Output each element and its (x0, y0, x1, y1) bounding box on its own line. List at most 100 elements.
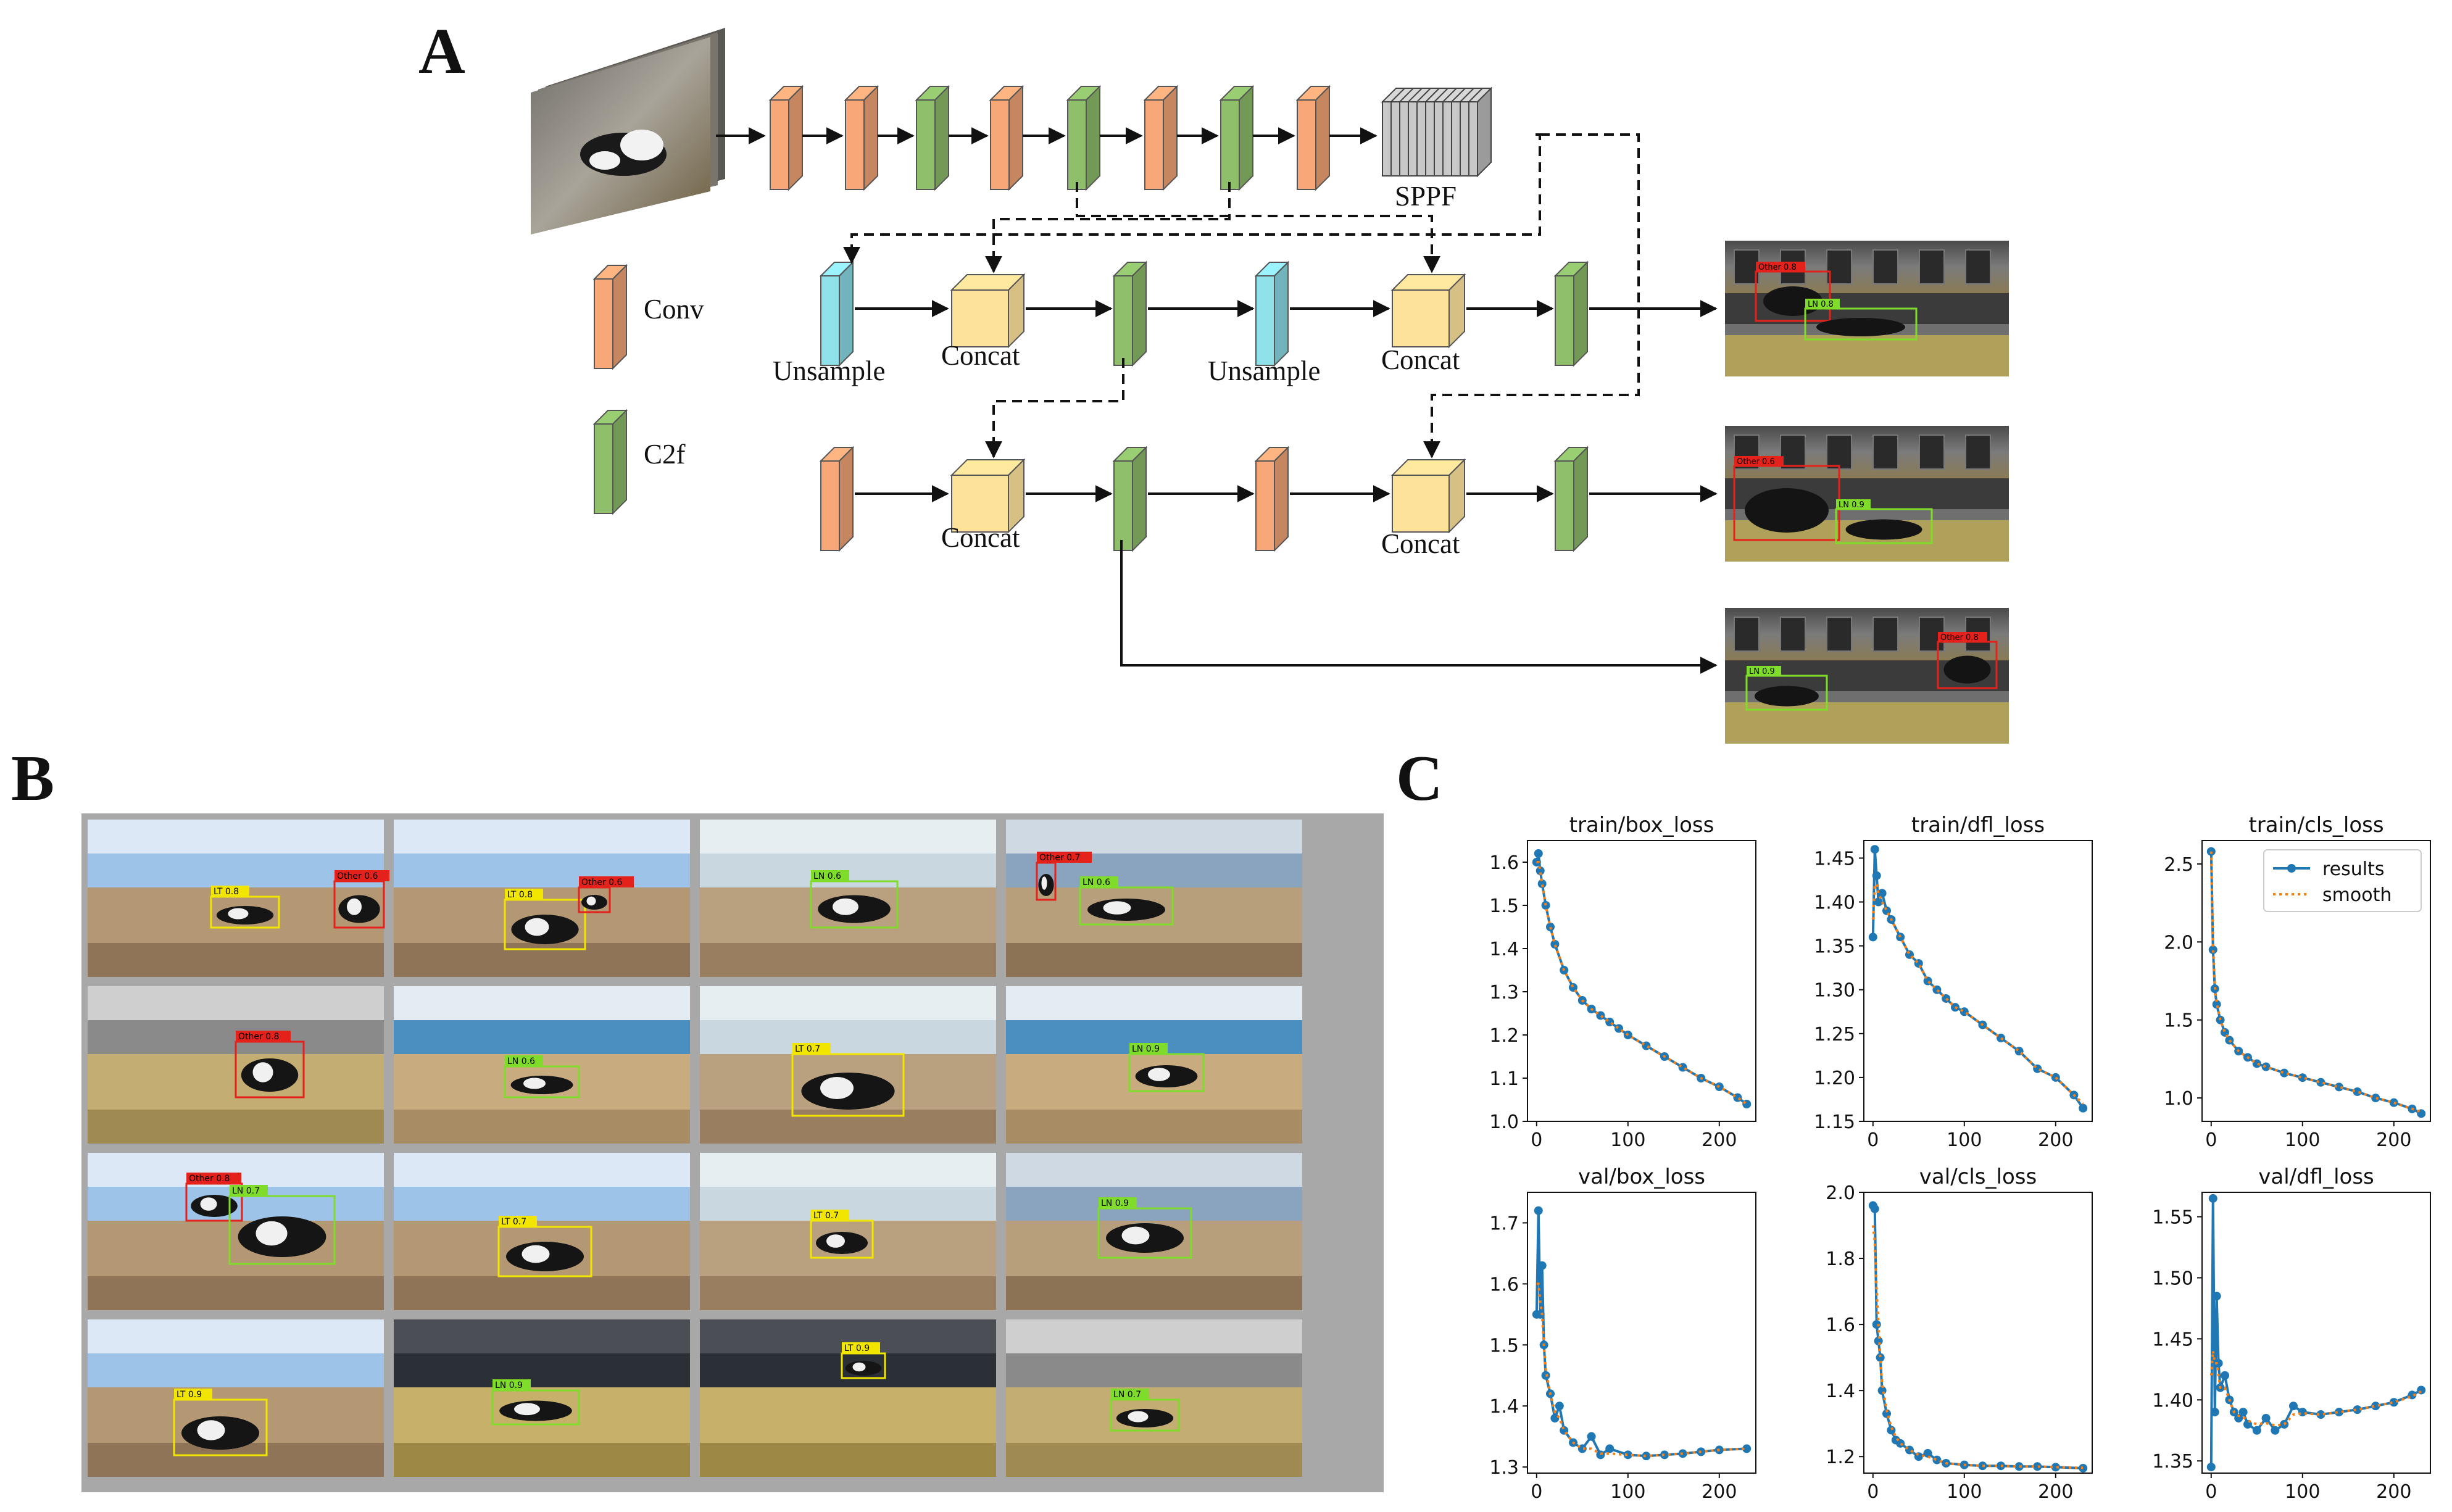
series-results-point (1896, 1439, 1905, 1448)
neck-c2f-block-2 (1553, 260, 1589, 367)
neck-concat-block-1 (950, 273, 1026, 349)
detection-box-label: LN 0.9 (495, 1381, 523, 1390)
detection-box-label: Other 0.8 (189, 1174, 230, 1184)
output-box-label: LN 0.9 (1839, 501, 1864, 510)
x-tick-label: 0 (2205, 1129, 2217, 1151)
backbone-conv-block-1 (768, 85, 804, 191)
y-tick-label: 1.8 (1826, 1248, 1855, 1270)
series-results-point (1876, 1353, 1885, 1362)
detection-image-16: LN 0.7 (1006, 1319, 1302, 1477)
y-tick-label: 1.15 (1814, 1111, 1855, 1133)
x-tick-label: 100 (2285, 1129, 2320, 1151)
legend-c2f-block (592, 409, 628, 515)
x-tick-label: 0 (1867, 1129, 1879, 1151)
detection-box-label: LN 0.6 (813, 871, 841, 881)
output-image-2: Other 0.6LN 0.9 (1725, 426, 2009, 562)
y-tick-label: 1.3 (1489, 982, 1519, 1003)
x-tick-label: 200 (2038, 1129, 2073, 1151)
neck-c2f-block-4 (1553, 446, 1589, 552)
detection-box-3-1 (810, 880, 899, 929)
skip-dashed-3 (843, 133, 1541, 264)
x-tick-label: 100 (1610, 1481, 1645, 1503)
neck-concat-block-4 (1390, 458, 1466, 534)
y-tick-label: 1.35 (1814, 936, 1855, 958)
sppf-label: SPPF (1395, 181, 1457, 212)
series-results-point (2353, 1087, 2362, 1096)
detection-box-label: LN 0.7 (1113, 1390, 1141, 1400)
detection-box-label: LT 0.7 (795, 1044, 820, 1054)
backbone-c2f-block-7 (1219, 85, 1255, 191)
detection-box-label: LT 0.9 (177, 1390, 202, 1400)
y-tick-label: 1.6 (1489, 852, 1519, 874)
series-results-point (1870, 1204, 1879, 1213)
detection-image-11: LT 0.7 (700, 1153, 996, 1310)
series-results-point (1587, 1432, 1596, 1441)
y-tick-label: 1.4 (1826, 1381, 1855, 1402)
series-results-line (1535, 1210, 1747, 1458)
detection-box-label: LN 0.9 (1101, 1198, 1129, 1208)
series-results-point (1534, 1206, 1543, 1215)
x-tick-label: 200 (1702, 1129, 1737, 1151)
y-tick-label: 2.0 (2164, 932, 2193, 953)
series-results-point (2289, 1402, 2298, 1411)
series-results-point (2212, 1292, 2221, 1301)
series-results-point (1874, 897, 1883, 907)
detection-box-4-2 (1079, 886, 1174, 926)
detection-box-13-1 (173, 1398, 268, 1456)
y-tick-label: 1.40 (2152, 1390, 2193, 1411)
input-image (531, 28, 725, 235)
chart-frame (1527, 840, 1756, 1122)
series-results-point (2206, 1463, 2216, 1472)
output-box-label: Other 0.8 (1758, 263, 1797, 272)
series-results-point (2079, 1463, 2088, 1473)
x-tick-label: 200 (2038, 1481, 2073, 1503)
skip-dashed-4 (1423, 133, 1640, 459)
detection-image-14: LN 0.9 (394, 1319, 690, 1477)
series-results-point (1596, 1011, 1605, 1020)
series-results-point (1932, 985, 1942, 994)
x-tick-label: 100 (1947, 1481, 1982, 1503)
detection-box-9-2 (228, 1195, 336, 1265)
chart-title: train/cls_loss (2248, 813, 2383, 837)
series-results-point (2051, 1073, 2060, 1082)
series-results-point (1923, 1448, 1932, 1458)
y-tick-label: 1.20 (1814, 1068, 1855, 1089)
series-results-point (2214, 1358, 2223, 1368)
detection-image-6: LN 0.6 (394, 986, 690, 1144)
backbone-conv-block-6 (1143, 85, 1179, 191)
skip-dashed-1 (985, 182, 1231, 273)
backbone-conv-block-4 (989, 85, 1024, 191)
x-tick-label: 100 (1610, 1129, 1645, 1151)
y-tick-label: 2.0 (1826, 1182, 1855, 1204)
series-results-point (1882, 906, 1891, 915)
sppf-block (1381, 86, 1493, 178)
series-results-point (1997, 1033, 2005, 1042)
chart-frame (2201, 1192, 2431, 1474)
chart-frame (1863, 1192, 2093, 1474)
y-tick-label: 1.7 (1489, 1213, 1519, 1234)
series-results-point (1536, 866, 1545, 875)
series-results-point (1555, 1402, 1564, 1411)
series-results-point (2221, 1371, 2229, 1380)
backbone-conv-block-8 (1295, 85, 1331, 191)
series-results-point (1877, 889, 1887, 898)
detection-box-label: LN 0.9 (1132, 1044, 1160, 1054)
detection-image-3: LN 0.6 (700, 820, 996, 977)
series-results-point (1537, 1261, 1547, 1270)
y-tick-label: 1.2 (1489, 1025, 1519, 1047)
series-results-point (2389, 1398, 2398, 1407)
legend-c2f-label: C2f (644, 439, 686, 470)
neck-output-arrow-3 (1120, 540, 1718, 674)
y-tick-label: 1.3 (1489, 1457, 1519, 1479)
chart-title: train/dfl_loss (1911, 813, 2045, 837)
series-results-point (2210, 1408, 2219, 1417)
series-results-point (1742, 1444, 1752, 1453)
detection-box-label: LT 0.7 (813, 1211, 839, 1221)
y-tick-label: 1.55 (2152, 1207, 2193, 1229)
output-box-label: Other 0.8 (1940, 633, 1979, 642)
